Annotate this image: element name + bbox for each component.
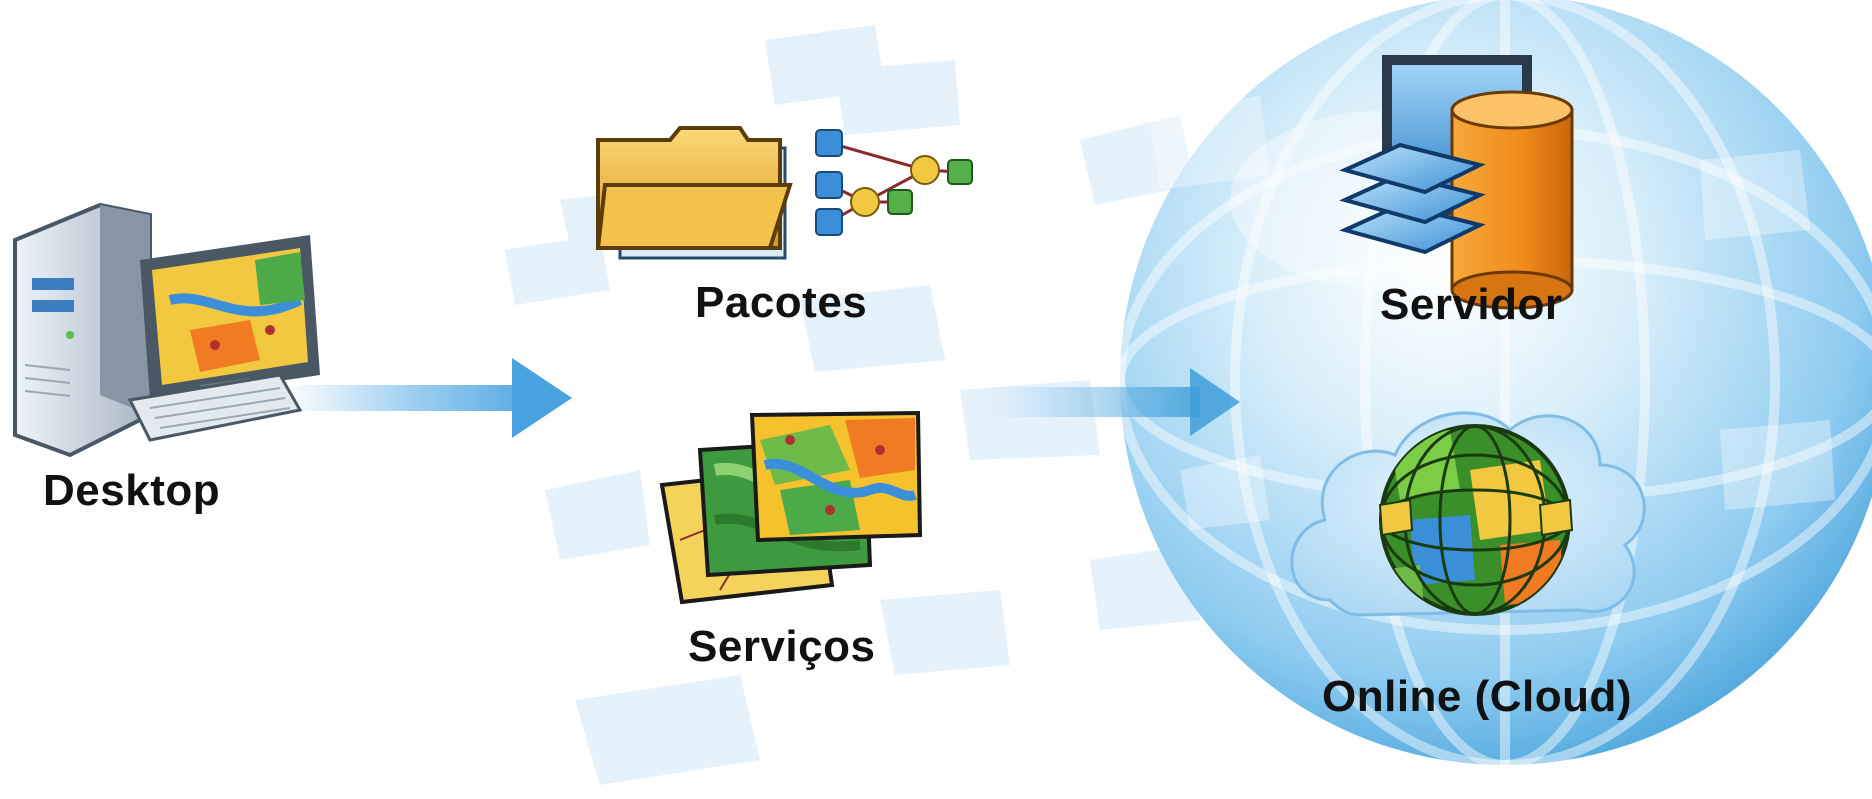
online-cloud-label: Online (Cloud) bbox=[1322, 672, 1633, 721]
servicos-label: Serviços bbox=[688, 622, 876, 671]
arrow-desktop-to-outputs bbox=[285, 358, 572, 438]
folder-icon bbox=[595, 126, 793, 260]
desktop-label: Desktop bbox=[43, 466, 221, 515]
workflow-graph-icon bbox=[815, 129, 973, 236]
server-database-icon bbox=[1339, 55, 1574, 310]
pacotes-label: Pacotes bbox=[695, 278, 868, 327]
servidor-label: Servidor bbox=[1380, 280, 1563, 329]
stacked-maps-icon bbox=[659, 410, 923, 605]
desktop-computer-icon bbox=[13, 202, 320, 458]
arrow-services-to-server bbox=[990, 368, 1240, 436]
cloud-globe-icon bbox=[1290, 411, 1646, 617]
